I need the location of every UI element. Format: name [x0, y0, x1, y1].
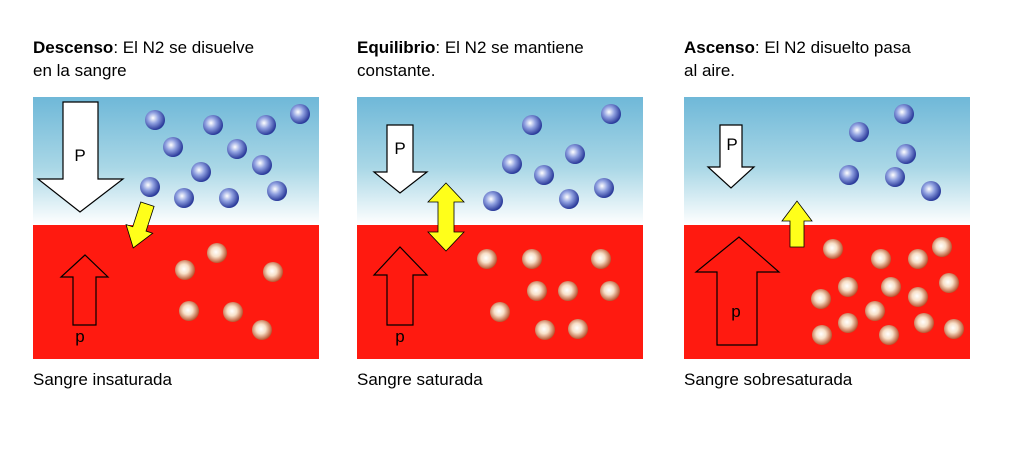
caption-text: : El N2 se mantiene constante.: [357, 38, 584, 80]
blood-pressure-label: p: [395, 327, 404, 346]
blood-pressure-label: p: [75, 327, 84, 346]
transfer-arrow-down: [125, 201, 155, 249]
transfer-arrow-up: [781, 200, 813, 248]
air-pressure-arrow: [36, 101, 125, 213]
caption-text: : El N2 disuelto pasa al aire.: [684, 38, 911, 80]
air-pressure-label: P: [726, 135, 737, 154]
caption-heading: Descenso: [33, 38, 114, 57]
panel-footer: Sangre insaturada: [33, 370, 172, 389]
air-pressure-label: P: [74, 146, 85, 165]
panel-footer: Sangre sobresaturada: [684, 370, 853, 389]
panel-equilibrio: Equilibrio: El N2 se mantiene constante.…: [357, 0, 657, 463]
panel-caption: Equilibrio: El N2 se mantiene constante.: [357, 36, 657, 82]
nitrogen-molecules-blood: [477, 249, 620, 340]
nitrogen-molecules-air: [839, 104, 941, 201]
descenso-diagram: P p: [33, 97, 319, 359]
blood-pressure-label: p: [731, 302, 740, 321]
air-pressure-label: P: [394, 139, 405, 158]
air-pressure-arrow: [372, 124, 429, 194]
ascenso-diagram: P p: [684, 97, 970, 359]
panel-caption: Descenso: El N2 se disuelve en la sangre: [33, 36, 333, 82]
panel-caption: Ascenso: El N2 disuelto pasa al aire.: [684, 36, 984, 82]
caption-text: : El N2 se disuelve en la sangre: [33, 38, 255, 80]
panel-footer: Sangre saturada: [357, 370, 483, 389]
caption-heading: Equilibrio: [357, 38, 436, 57]
nitrogen-molecules-blood: [811, 237, 964, 345]
nitrogen-molecules-air: [483, 104, 621, 211]
panel-ascenso: Ascenso: El N2 disuelto pasa al aire. P …: [684, 0, 984, 463]
equilibrio-diagram: P p: [357, 97, 643, 359]
air-pressure-arrow: [706, 124, 756, 189]
nitrogen-molecules-blood: [175, 243, 283, 340]
blood-pressure-arrow: [372, 246, 429, 326]
blood-pressure-arrow: [694, 236, 781, 346]
panel-descenso: Descenso: El N2 se disuelve en la sangre…: [33, 0, 333, 463]
transfer-arrow-both: [427, 182, 465, 252]
nitrogen-molecules-air: [140, 104, 310, 208]
blood-pressure-arrow: [59, 254, 110, 326]
caption-heading: Ascenso: [684, 38, 755, 57]
